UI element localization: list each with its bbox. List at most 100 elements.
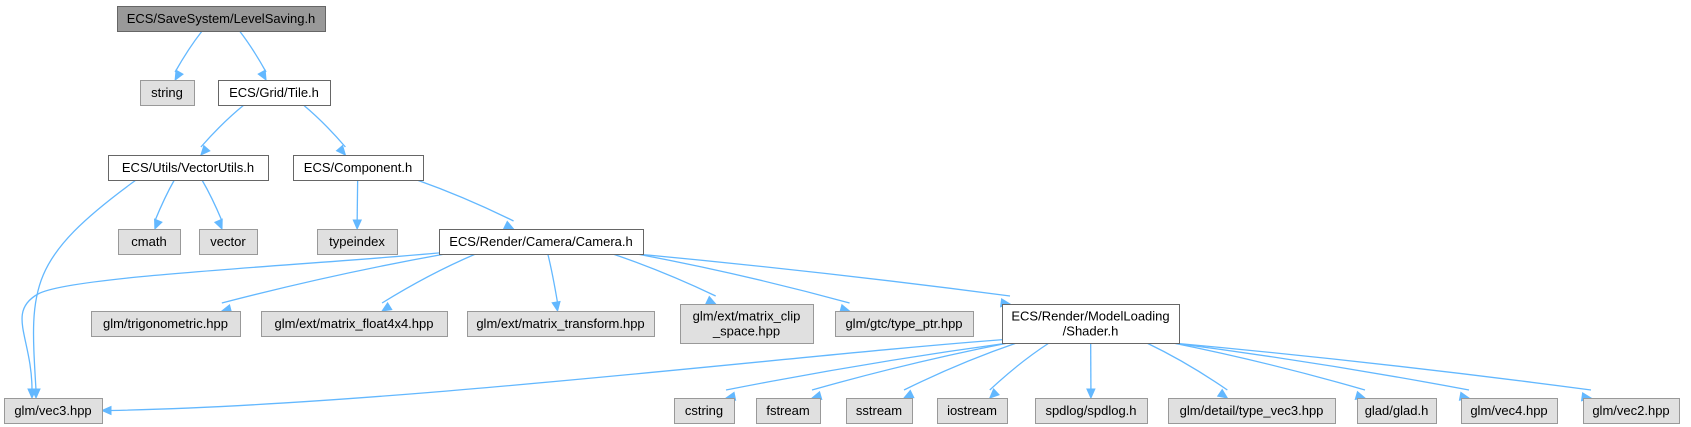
node-mclip: glm/ext/matrix_clip_space.hpp bbox=[680, 304, 814, 344]
node-box-vector bbox=[199, 229, 258, 255]
edge-tile-to-vectorutils bbox=[200, 104, 245, 148]
node-typeptr: glm/gtc/type_ptr.hpp bbox=[835, 311, 974, 337]
edge-shader-to-sstream bbox=[903, 342, 1017, 391]
edge-component-to-typeindex bbox=[356, 179, 359, 222]
node-label-mclip: glm/ext/matrix_clip_space.hpp bbox=[693, 309, 801, 339]
node-box-glad bbox=[1357, 398, 1437, 424]
node-label-vector: vector bbox=[210, 234, 246, 249]
edge-shader-to-typevec3 bbox=[1146, 342, 1228, 391]
node-vector: vector bbox=[199, 229, 258, 255]
node-mf4x4: glm/ext/matrix_float4x4.hpp bbox=[261, 311, 448, 337]
node-box-camera bbox=[439, 229, 644, 255]
node-component[interactable]: ECS/Component.h bbox=[293, 155, 424, 181]
node-camera[interactable]: ECS/Render/Camera/Camera.h bbox=[439, 229, 644, 255]
edge-vectorutils-to-vector bbox=[201, 179, 223, 222]
edges-layer bbox=[21, 30, 1593, 416]
arrowhead-shader-to-iostream bbox=[988, 388, 1000, 399]
node-label-mf4x4: glm/ext/matrix_float4x4.hpp bbox=[275, 316, 434, 331]
arrowhead-tile-to-vectorutils bbox=[200, 144, 211, 156]
edge-shader-to-fstream bbox=[811, 342, 1009, 391]
node-box-typeptr bbox=[835, 311, 974, 337]
node-label-spdlog: spdlog/spdlog.h bbox=[1045, 403, 1136, 418]
node-box-spdlog bbox=[1035, 398, 1148, 424]
node-label-iostream: iostream bbox=[947, 403, 997, 418]
edge-camera-to-trig bbox=[221, 253, 446, 304]
arrowhead-shader-to-typevec3 bbox=[1216, 388, 1229, 399]
node-tile[interactable]: ECS/Grid/Tile.h bbox=[218, 80, 331, 106]
node-label-cstring: cstring bbox=[685, 403, 723, 418]
node-box-vec3 bbox=[4, 398, 103, 424]
edge-camera-to-typeptr bbox=[636, 253, 850, 304]
arrowhead-vectorutils-to-vector bbox=[213, 218, 223, 231]
edge-camera-to-mf4x4 bbox=[381, 253, 476, 304]
arrowhead-component-to-typeindex bbox=[352, 219, 363, 231]
edge-shader-to-cstring bbox=[725, 342, 1009, 391]
nodes-layer: ECS/SaveSystem/LevelSaving.h string ECS/Gr… bbox=[4, 6, 1680, 424]
node-label-camera: ECS/Render/Camera/Camera.h bbox=[449, 234, 633, 249]
node-label-tile: ECS/Grid/Tile.h bbox=[229, 85, 319, 100]
node-vectorutils[interactable]: ECS/Utils/VectorUtils.h bbox=[108, 155, 269, 181]
node-label-string: string bbox=[151, 85, 183, 100]
node-shader[interactable]: ECS/Render/ModelLoading/Shader.h bbox=[1002, 304, 1180, 344]
arrowhead-component-to-camera bbox=[502, 220, 515, 230]
node-label-typeptr: glm/gtc/type_ptr.hpp bbox=[845, 316, 962, 331]
edge-camera-to-shader bbox=[636, 253, 1011, 297]
node-box-typevec3 bbox=[1168, 398, 1336, 424]
node-box-mtransform bbox=[467, 311, 655, 337]
node-label-glad: glad/glad.h bbox=[1365, 403, 1429, 418]
node-label-vec2: glm/vec2.hpp bbox=[1592, 403, 1669, 418]
node-label-levelsaving: ECS/SaveSystem/LevelSaving.h bbox=[127, 11, 316, 26]
edge-camera-to-mtransform bbox=[547, 253, 559, 304]
edge-shader-to-vec4 bbox=[1172, 342, 1470, 391]
node-box-levelsaving bbox=[117, 6, 326, 32]
node-vec3: glm/vec3.hpp bbox=[4, 398, 103, 424]
node-label-typeindex: typeindex bbox=[329, 234, 385, 249]
node-trig: glm/trigonometric.hpp bbox=[91, 311, 241, 337]
edge-shader-to-iostream bbox=[989, 342, 1050, 391]
node-cmath: cmath bbox=[118, 229, 181, 255]
arrowhead-shader-to-sstream bbox=[902, 389, 915, 399]
node-label-shader: ECS/Render/ModelLoading/Shader.h bbox=[1011, 309, 1169, 339]
arrowhead-camera-to-vec3 bbox=[27, 388, 37, 400]
node-vec2: glm/vec2.hpp bbox=[1583, 398, 1680, 424]
edge-levelsaving-to-tile bbox=[239, 30, 267, 73]
edge-component-to-camera bbox=[416, 179, 514, 222]
node-label-component: ECS/Component.h bbox=[304, 160, 412, 175]
arrowhead-camera-to-mclip bbox=[705, 295, 717, 305]
node-box-shader bbox=[1002, 304, 1180, 344]
node-typevec3: glm/detail/type_vec3.hpp bbox=[1168, 398, 1336, 424]
node-box-mclip bbox=[680, 304, 814, 344]
edge-camera-to-mclip bbox=[612, 253, 716, 297]
node-mtransform: glm/ext/matrix_transform.hpp bbox=[467, 311, 655, 337]
edge-vectorutils-to-cmath bbox=[154, 179, 175, 222]
arrowhead-levelsaving-to-tile bbox=[257, 69, 267, 82]
node-cstring: cstring bbox=[674, 398, 735, 424]
node-box-string bbox=[140, 80, 195, 106]
edge-levelsaving-to-string bbox=[174, 30, 203, 73]
node-box-vectorutils bbox=[108, 155, 269, 181]
arrowhead-camera-to-mtransform bbox=[551, 300, 561, 313]
arrowhead-shader-to-spdlog bbox=[1086, 388, 1096, 400]
edge-tile-to-component bbox=[302, 104, 346, 148]
node-box-trig bbox=[91, 311, 241, 337]
edge-shader-to-vec3 bbox=[110, 338, 1013, 412]
edge-shader-to-glad bbox=[1172, 342, 1366, 391]
node-box-tile bbox=[218, 80, 331, 106]
node-fstream: fstream bbox=[756, 398, 821, 424]
node-box-sstream bbox=[846, 398, 913, 424]
node-box-fstream bbox=[756, 398, 821, 424]
arrowhead-levelsaving-to-string bbox=[174, 69, 184, 82]
node-label-sstream: sstream bbox=[856, 403, 902, 418]
node-box-typeindex bbox=[317, 229, 398, 255]
node-levelsaving[interactable]: ECS/SaveSystem/LevelSaving.h bbox=[117, 6, 326, 32]
node-label-typevec3: glm/detail/type_vec3.hpp bbox=[1180, 403, 1324, 418]
node-box-component bbox=[293, 155, 424, 181]
arrowhead-shader-to-vec3 bbox=[100, 405, 112, 416]
node-sstream: sstream bbox=[846, 398, 913, 424]
node-string: string bbox=[140, 80, 195, 106]
node-box-iostream bbox=[937, 398, 1008, 424]
node-box-cstring bbox=[674, 398, 735, 424]
node-glad: glad/glad.h bbox=[1357, 398, 1437, 424]
node-box-vec2 bbox=[1583, 398, 1680, 424]
